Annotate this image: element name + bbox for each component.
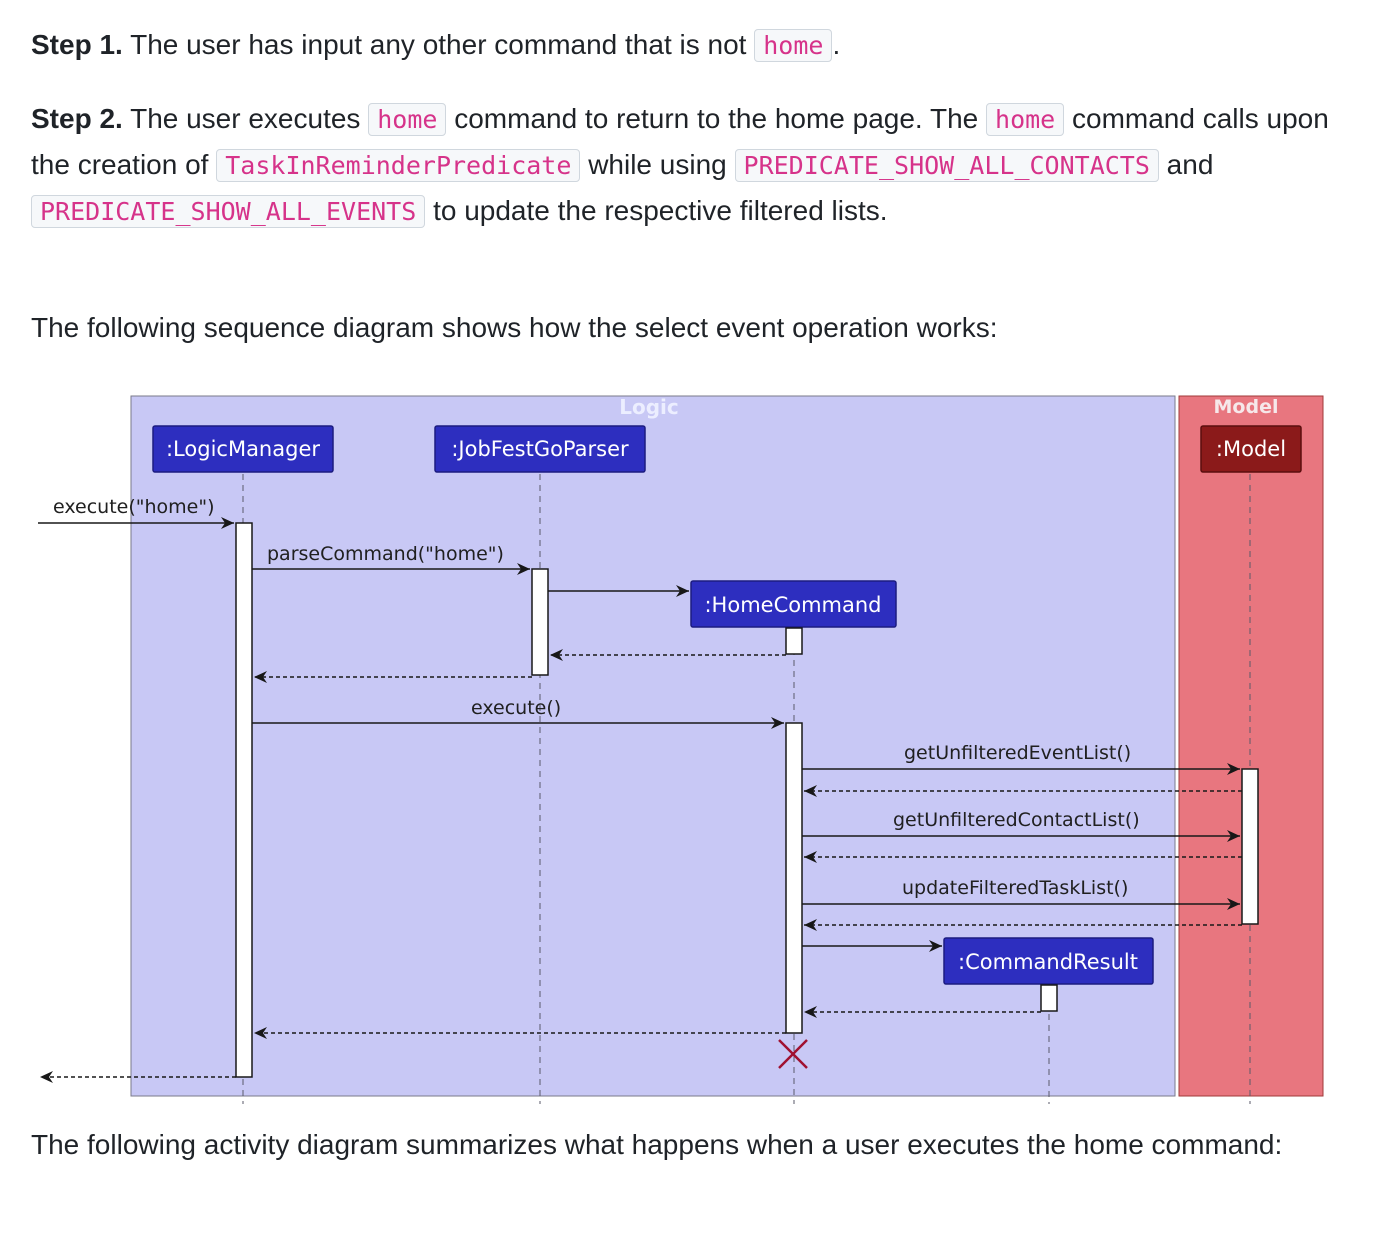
message-label: getUnfilteredContactList() <box>893 809 1140 831</box>
participant-command-result: :CommandResult <box>943 937 1154 985</box>
step-2-label: Step 2. <box>31 103 123 134</box>
message-label: updateFilteredTaskList() <box>902 877 1128 899</box>
step-1-period: . <box>832 29 841 60</box>
step-1-paragraph: Step 1. The user has input any other com… <box>31 22 1331 68</box>
participant-parser: :JobFestGoParser <box>434 425 646 473</box>
participant-label: :Model <box>1216 437 1286 461</box>
step-2-paragraph: Step 2. The user executes home command t… <box>31 96 1331 234</box>
sequence-diagram: Logic Model :LogicManager :JobFestGoPars… <box>38 395 1324 1104</box>
participant-home-command: :HomeCommand <box>690 580 897 628</box>
message-arrows <box>38 517 1242 1083</box>
inline-code-events-predicate: PREDICATE_SHOW_ALL_EVENTS <box>31 195 426 228</box>
logic-box-title: Logic <box>619 395 679 419</box>
step-2-text-3: command calls upon the creation of <box>31 103 1329 180</box>
message-label: execute("home") <box>53 496 215 518</box>
inline-code-contacts-predicate: PREDICATE_SHOW_ALL_CONTACTS <box>734 149 1159 182</box>
participant-model: :Model <box>1200 425 1302 473</box>
message-label: execute() <box>471 697 561 719</box>
model-box-title: Model <box>1214 396 1279 418</box>
activity-intro: The following activity diagram summarize… <box>31 1129 1283 1160</box>
participant-logic-manager: :LogicManager <box>152 425 334 473</box>
model-box <box>1178 395 1324 1097</box>
step-2-text-2: command to return to the home page. The <box>446 103 987 134</box>
sequence-intro: The following sequence diagram shows how… <box>31 312 998 343</box>
participant-label: :HomeCommand <box>704 593 881 617</box>
inline-code-home: home <box>986 103 1065 136</box>
step-1-text: The user has input any other command tha… <box>122 29 755 60</box>
message-label: parseCommand("home") <box>267 543 504 565</box>
inline-code-home: home <box>368 103 447 136</box>
step-2-text-1: The user executes <box>122 103 369 134</box>
participant-label: :JobFestGoParser <box>451 437 629 461</box>
inline-code-predicate: TaskInReminderPredicate <box>216 149 581 182</box>
step-1-label: Step 1. <box>31 29 123 60</box>
inline-code-home: home <box>754 29 833 62</box>
participant-label: :LogicManager <box>166 437 320 461</box>
step-2-text-5: and <box>1158 149 1214 180</box>
step-2-text-4: while using <box>580 149 735 180</box>
step-2-text-6: to update the respective filtered lists. <box>425 195 888 226</box>
activation-bars <box>235 522 1259 1078</box>
message-label: getUnfilteredEventList() <box>904 742 1131 764</box>
destroy-x-icon <box>778 1039 808 1069</box>
participant-label: :CommandResult <box>958 950 1138 974</box>
